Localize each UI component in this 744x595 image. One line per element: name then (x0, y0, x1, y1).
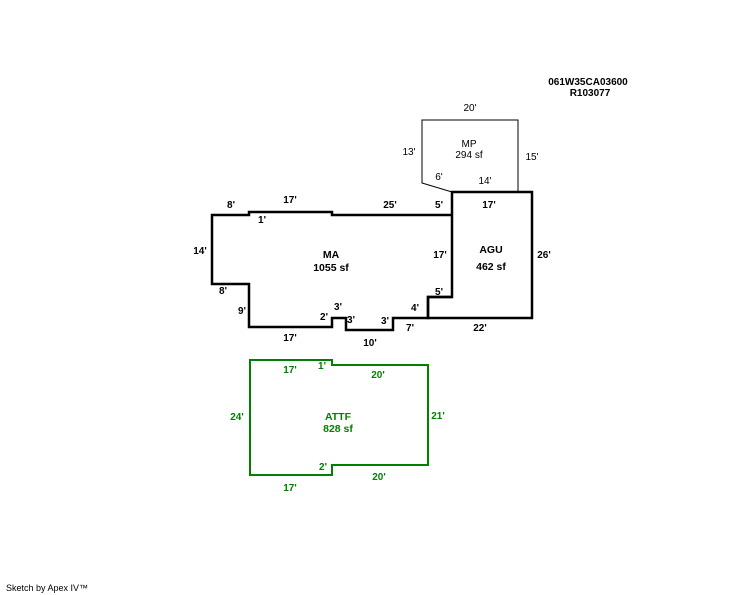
attf-outline (249, 359, 429, 476)
agu-outline (426, 190, 534, 320)
agu-size: 462 sf (476, 261, 506, 273)
dim-attf-top-left: 17' (283, 365, 297, 376)
dim-ma-notch-bottom: 10' (363, 338, 377, 349)
dim-ma-notch-d: 3' (381, 316, 389, 327)
dim-ma-bottom-right: 7' (406, 323, 414, 334)
agu-name: AGU (479, 244, 502, 256)
dim-agu-bottom: 22' (473, 323, 487, 334)
dim-agu-top: 17' (482, 200, 496, 211)
dim-ma-right-inner: 17' (433, 250, 447, 261)
dim-ma-top-mid: 17' (283, 195, 297, 206)
dim-attf-bottom-right: 20' (372, 472, 386, 483)
dim-ma-notch-c: 3' (347, 315, 355, 326)
dim-ma-left: 14' (193, 246, 207, 257)
dim-ma-top-left: 8' (227, 200, 235, 211)
dim-ma-left-lower: 9' (238, 306, 246, 317)
account-id: R103077 (570, 88, 611, 99)
dim-mp-bottom: 14' (478, 176, 491, 187)
dim-attf-step-top: 1' (318, 361, 326, 372)
dim-ma-bottom: 17' (283, 333, 297, 344)
dim-mp-right: 15' (525, 152, 538, 163)
dim-mp-top: 20' (463, 103, 476, 114)
dim-ma-notch-a: 2' (320, 312, 328, 323)
dim-ma-notch-b: 3' (334, 302, 342, 313)
dim-mp-left: 13' (402, 147, 415, 158)
dim-attf-top-right: 20' (371, 370, 385, 381)
dim-attf-step-bottom: 2' (319, 462, 327, 473)
ma-size: 1055 sf (313, 262, 349, 274)
attf-size: 828 sf (323, 423, 353, 435)
mp-size: 294 sf (455, 150, 482, 161)
dim-ma-left-step: 8' (219, 286, 227, 297)
dim-attf-bottom-left: 17' (283, 483, 297, 494)
dim-ma-right-step: 5' (435, 287, 443, 298)
parcel-id: 061W35CA03600 (548, 77, 628, 88)
dim-ma-top-end: 5' (435, 200, 443, 211)
dim-ma-right-lower: 4' (411, 303, 419, 314)
ma-outline (210, 210, 452, 332)
ma-name: MA (323, 249, 340, 261)
footer-credit: Sketch by Apex IV™ (6, 583, 88, 593)
attf-name: ATTF (325, 411, 352, 423)
dim-agu-right: 26' (537, 250, 551, 261)
dim-ma-step-top: 1' (258, 215, 266, 226)
dim-attf-left: 24' (230, 412, 244, 423)
dim-attf-right: 21' (431, 411, 445, 422)
dim-mp-diag: 6' (435, 172, 443, 183)
mp-name: MP (462, 139, 477, 150)
dim-ma-top-right: 25' (383, 200, 397, 211)
